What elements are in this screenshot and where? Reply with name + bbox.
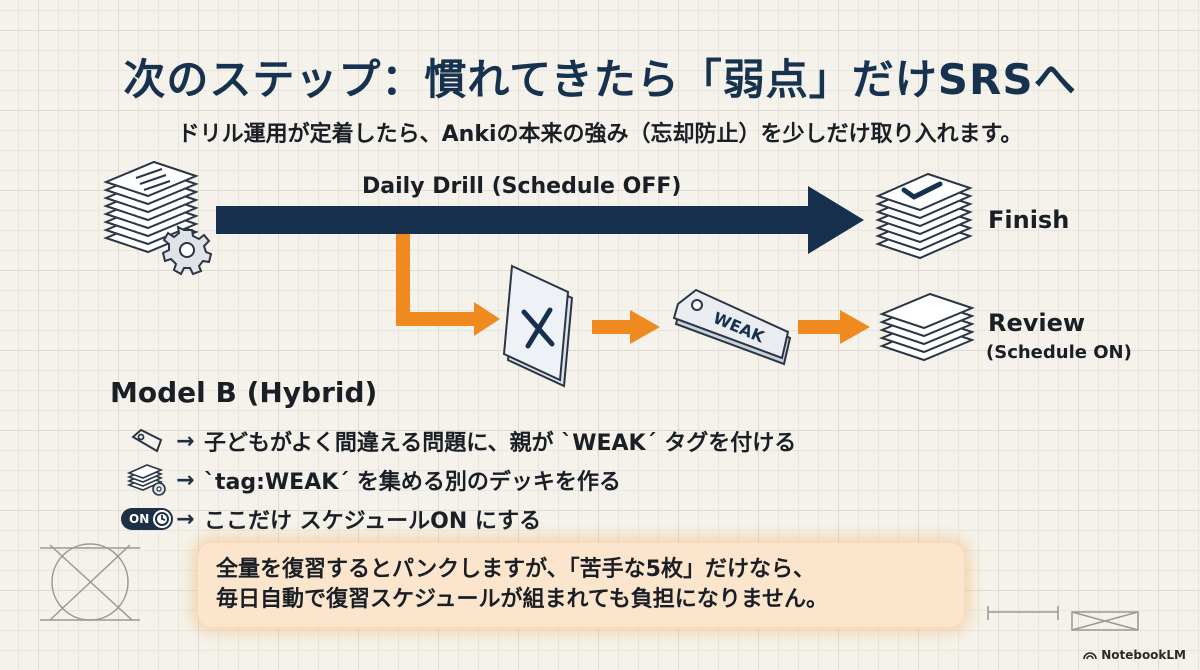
daily-drill-label: Daily Drill (Schedule OFF)	[362, 174, 682, 199]
toggle-label: ON	[129, 512, 150, 526]
toggle-on-icon: ON	[118, 502, 176, 536]
notebooklm-watermark: NotebookLM	[1083, 648, 1186, 662]
schedule-toggle: ON	[121, 508, 173, 530]
step-arrow: →	[176, 467, 195, 493]
branch-arrow	[396, 234, 500, 336]
review-schedule-label: (Schedule ON)	[986, 342, 1132, 363]
notebooklm-logo-icon	[1083, 652, 1097, 660]
main-flow-arrow	[216, 186, 864, 254]
model-step-deck: → `tag:WEAK´ を集める別のデッキを作る	[118, 463, 621, 497]
finish-deck-icon	[875, 172, 973, 260]
finish-label: Finish	[988, 206, 1070, 234]
check-icon	[901, 181, 943, 200]
sketch-circle-cross	[40, 543, 140, 621]
page-title: 次のステップ：慣れてきたら「弱点」だけSRSへ	[123, 55, 1077, 104]
callout-line-2: 毎日自動で復習スケジュールが組まれても負担になりません。	[216, 587, 829, 612]
callout-line-1: 全量を復習するとパンクしますが、「苦手な5枚」だけなら、	[216, 557, 815, 582]
review-arrow	[798, 310, 870, 344]
summary-callout: 全量を復習するとパンクしますが、「苦手な5枚」だけなら、 毎日自動で復習スケジュ…	[198, 543, 964, 627]
wrong-card-icon	[502, 264, 574, 388]
step-text: `tag:WEAK´ を集める別のデッキを作る	[204, 470, 621, 495]
weak-tag-icon: WEAK	[672, 288, 792, 366]
gear-icon	[161, 225, 213, 276]
cross-mark-icon	[521, 307, 555, 349]
step-text: ここだけ スケジュールON にする	[204, 509, 542, 534]
step-text: 子どもがよく間違える問題に、親が `WEAK´ タグを付ける	[204, 431, 797, 456]
source-deck-icon	[103, 160, 199, 254]
review-deck-icon	[879, 292, 975, 362]
step-arrow: →	[176, 428, 195, 454]
clock-icon	[153, 510, 171, 528]
model-title: Model B (Hybrid)	[110, 376, 378, 409]
step-arrow: →	[176, 506, 195, 532]
tag-arrow	[592, 310, 660, 344]
model-step-schedule: ON → ここだけ スケジュールON にする	[118, 502, 541, 536]
tag-icon	[118, 424, 176, 458]
watermark-text: NotebookLM	[1101, 648, 1186, 662]
page-subtitle: ドリル運用が定着したら、Ankiの本来の強み（忘却防止）を少しだけ取り入れます。	[177, 122, 1023, 147]
deck-gear-icon	[118, 463, 176, 497]
review-label: Review	[988, 309, 1086, 337]
model-step-tag: → 子どもがよく間違える問題に、親が `WEAK´ タグを付ける	[118, 424, 796, 458]
sketch-ruler	[987, 606, 1139, 631]
